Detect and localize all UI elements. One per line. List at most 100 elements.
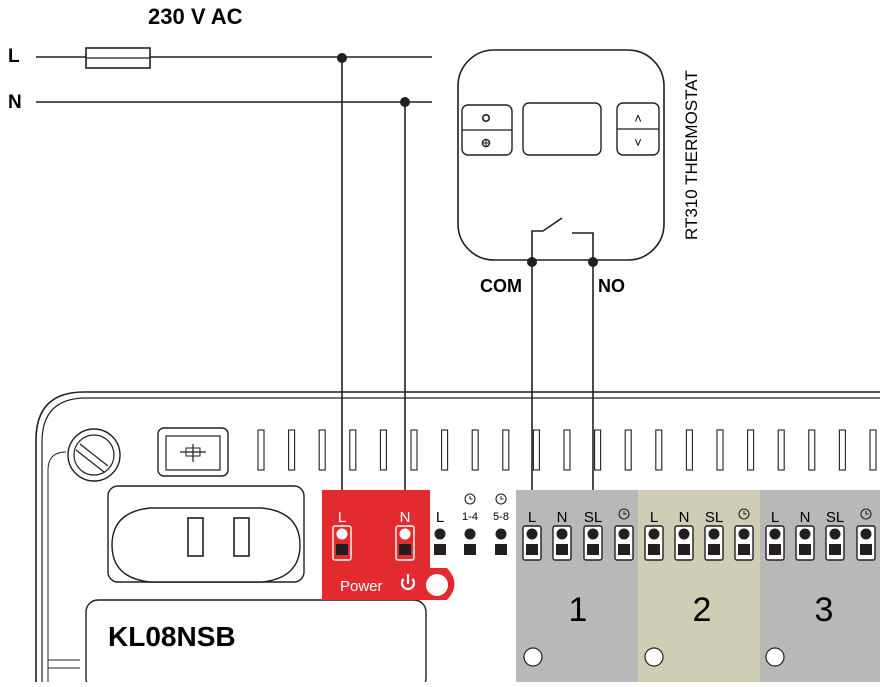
terminal-label-aux-l: L — [436, 509, 444, 526]
clock-icon-hands — [623, 511, 627, 515]
terminal-label-z1-sl: SL — [584, 509, 602, 526]
terminal-clamp — [495, 544, 507, 555]
terminal-clamp — [769, 544, 781, 555]
com-label: COM — [480, 276, 522, 296]
zone-2-number: 2 — [693, 591, 712, 629]
terminal-screw — [495, 528, 507, 540]
model-plate — [85, 599, 427, 687]
zone-1-led — [523, 647, 543, 667]
power-icon — [400, 574, 416, 591]
terminal-screw — [738, 528, 750, 540]
supply-title: 230 V AC — [148, 4, 243, 29]
relay-no-contact — [572, 232, 594, 262]
terminal-label-aux-1-4: 1-4 — [462, 511, 478, 523]
terminal-label-z3-sl: SL — [826, 509, 844, 526]
power-socket — [107, 485, 305, 583]
housing-rib — [838, 429, 846, 471]
terminal-label-z1-l: L — [528, 509, 536, 526]
terminal-label-z3-l: L — [771, 509, 779, 526]
terminal-screw — [860, 528, 872, 540]
terminal-label-z2-sl: SL — [705, 509, 723, 526]
terminal-clamp — [648, 544, 660, 555]
housing-rib — [869, 429, 877, 471]
clock-icon — [495, 493, 507, 505]
terminal-clamp — [556, 544, 568, 555]
housing-rib — [563, 429, 571, 471]
terminal-screw — [799, 528, 811, 540]
no-label: NO — [598, 276, 625, 296]
terminal-clamp — [799, 544, 811, 555]
terminal-label-z2-l: L — [650, 509, 658, 526]
power-led — [426, 574, 448, 596]
thermostat-model-label: RT310 THERMOSTAT — [682, 70, 701, 240]
terminal-clamp — [860, 544, 872, 555]
clock-icon-hands — [865, 511, 869, 515]
clock-icon-hands — [500, 496, 504, 500]
housing-rib — [532, 429, 540, 471]
fuse-holder — [157, 427, 229, 477]
housing-rib — [502, 429, 510, 471]
terminal-clamp — [399, 544, 411, 555]
terminal-label-z2-n: N — [679, 509, 690, 526]
terminal-screw — [678, 528, 690, 540]
terminal-strip — [332, 525, 876, 561]
housing-rib — [410, 429, 418, 471]
terminal-label-z1-n: N — [557, 509, 568, 526]
line-n-label: N — [8, 92, 22, 113]
clock-icon — [464, 493, 476, 505]
housing-rib — [716, 429, 724, 471]
housing-ribs — [257, 429, 877, 471]
housing-rib — [349, 429, 357, 471]
down-arrow-icon[interactable]: ˅ — [634, 135, 642, 150]
power-label: Power — [340, 578, 383, 595]
terminal-clamp — [738, 544, 750, 555]
terminal-clamp — [618, 544, 630, 555]
controller-housing — [35, 391, 880, 682]
housing-rib — [808, 429, 816, 471]
housing-rib — [288, 429, 296, 471]
terminal-screw — [618, 528, 630, 540]
terminal-screw — [464, 528, 476, 540]
terminal-label-z3-n: N — [800, 509, 811, 526]
line-l-label: L — [8, 46, 20, 67]
zone-3-number: 3 — [815, 591, 834, 629]
housing-rib — [624, 429, 632, 471]
terminal-clamp — [526, 544, 538, 555]
housing-rib — [594, 429, 602, 471]
up-arrow-icon[interactable]: ˄ — [634, 111, 642, 126]
terminal-screw — [556, 528, 568, 540]
terminal-screw — [399, 528, 411, 540]
terminal-label-power-l: L — [338, 509, 346, 526]
terminal-clamp — [434, 544, 446, 555]
clock-icons — [464, 493, 872, 520]
clock-icon-hands — [469, 496, 473, 500]
thermostat-display — [522, 102, 602, 156]
terminal-screw — [587, 528, 599, 540]
terminal-clamp — [708, 544, 720, 555]
terminal-screw — [829, 528, 841, 540]
clock-icon — [860, 508, 872, 520]
terminal-clamp — [587, 544, 599, 555]
housing-rib — [471, 429, 479, 471]
terminal-label-aux-5-8: 5-8 — [493, 511, 509, 523]
housing-rib — [747, 429, 755, 471]
terminal-clamp — [678, 544, 690, 555]
relay-com-contact — [531, 217, 563, 262]
terminal-clamp — [464, 544, 476, 555]
housing-rib — [257, 429, 265, 471]
mode-icon[interactable] — [481, 114, 490, 123]
terminal-label-power-n: N — [400, 509, 411, 526]
clock-icon — [738, 508, 750, 520]
housing-rib — [379, 429, 387, 471]
power-block — [322, 490, 455, 600]
housing-rib — [685, 429, 693, 471]
terminal-screw — [648, 528, 660, 540]
terminal-clamp — [336, 544, 348, 555]
clock-icon-hands — [743, 511, 747, 515]
terminal-screw — [526, 528, 538, 540]
zone-2-led — [644, 647, 664, 667]
housing-rib — [655, 429, 663, 471]
terminal-screw — [434, 528, 446, 540]
